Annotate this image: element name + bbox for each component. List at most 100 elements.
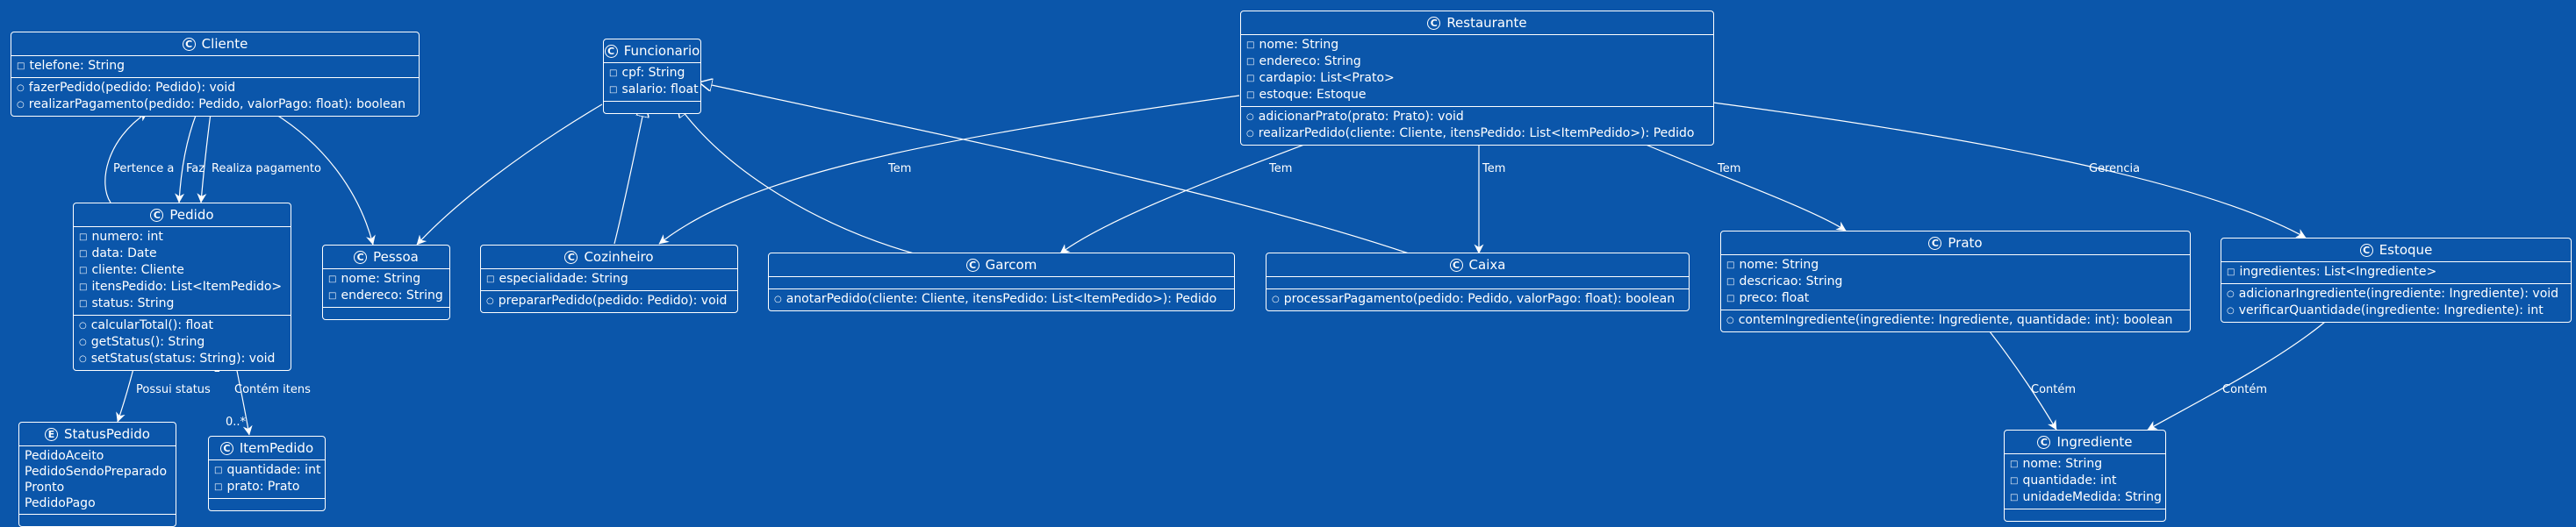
attribute-text: estoque: Estoque (1259, 88, 1367, 102)
class-name: Prato (1948, 235, 1983, 251)
edge-garcom-funcionario (678, 104, 915, 254)
private-visibility-icon: □ (79, 266, 88, 275)
class-name: Pedido (169, 207, 214, 223)
attribute-row: □ telefone: String (17, 58, 413, 75)
public-visibility-icon: ○ (2227, 306, 2235, 316)
edge-cozinheiro-funcionario (614, 104, 645, 245)
class-stereotype-icon: C (150, 208, 164, 222)
method-row: ○adicionarPrato(prato: Prato): void (1246, 109, 1708, 125)
private-visibility-icon: □ (2010, 459, 2019, 469)
literal-row: Pronto (25, 480, 170, 495)
edge-funcionario-pessoa (416, 103, 603, 246)
class-name: ItemPedido (239, 440, 314, 456)
attribute-row: □quantidade: int (214, 462, 320, 479)
class-stereotype-icon: C (354, 250, 368, 264)
private-visibility-icon: □ (1246, 90, 1255, 100)
edge-cliente-pedido-pag (197, 112, 212, 203)
attribute-row: □especialidade: String (486, 271, 732, 288)
method-row: ○setStatus(status: String): void (79, 351, 285, 367)
attribute-text: quantidade: int (2022, 474, 2117, 488)
literal-text: PedidoAceito (25, 449, 104, 463)
attribute-row: □ estoque: Estoque (1246, 87, 1708, 103)
private-visibility-icon: □ (214, 482, 223, 492)
class-name: Cozinheiro (584, 249, 654, 265)
attribute-row: □endereco: String (328, 288, 444, 304)
method-row: ○adicionarIngrediente(ingrediente: Ingre… (2227, 286, 2565, 303)
pedido-header: C Pedido (74, 203, 291, 226)
method-row: ○getStatus(): String (79, 334, 285, 351)
class-stereotype-icon: C (1427, 16, 1441, 30)
private-visibility-icon: □ (1246, 74, 1255, 83)
edge-label-cliente-pedido-pag: Realiza pagamento (212, 162, 321, 175)
attribute-text: endereco: String (1259, 54, 1361, 68)
class-name: Caixa (1468, 257, 1506, 273)
attribute-row: □quantidade: int (2010, 473, 2160, 489)
public-visibility-icon: ○ (17, 83, 25, 93)
attribute-text: telefone: String (29, 59, 125, 73)
funcionario-attributes: □cpf: String□salario: float (604, 62, 700, 101)
class-name: Funcionario (623, 43, 700, 59)
attribute-text: nome: String (341, 272, 421, 286)
class-name: Restaurante (1446, 15, 1527, 31)
class-name: Cliente (201, 36, 248, 52)
attribute-text: data: Date (91, 246, 157, 260)
attribute-row: □unidadeMedida: String (2010, 489, 2162, 506)
attribute-row: □status: String (79, 296, 285, 312)
attribute-text: cardapio: List<Prato> (1259, 71, 1395, 85)
attribute-text: unidadeMedida: String (2022, 490, 2162, 504)
method-text: adicionarIngrediente(ingrediente: Ingred… (2238, 287, 2559, 301)
private-visibility-icon: □ (17, 61, 25, 71)
private-visibility-icon: □ (609, 68, 618, 78)
private-visibility-icon: □ (1246, 40, 1255, 50)
method-row: ○realizarPedido(cliente: Cliente, itensP… (1246, 125, 1708, 142)
attribute-row: □cpf: String (609, 65, 695, 82)
restaurante-attributes: □nome: String□endereco: String□cardapio:… (1241, 34, 1713, 106)
method-text: realizarPedido(cliente: Cliente, itensPe… (1258, 126, 1695, 140)
public-visibility-icon: ○ (17, 100, 25, 110)
attribute-row: □ingredientes: List<Ingrediente> (2227, 264, 2565, 281)
class-stereotype-icon: C (2359, 243, 2373, 257)
edge-label-restaurante-estoque: Gerencia (2089, 162, 2140, 175)
attribute-text: cliente: Cliente (91, 263, 184, 277)
literal-text: PedidoPago (25, 496, 96, 510)
attribute-text: salario: float (621, 82, 699, 96)
edge-label-restaurante-cozinheiro: Tem (887, 162, 911, 175)
ingrediente-methods (2005, 509, 2165, 521)
restaurante-methods: ○adicionarPrato(prato: Prato): void○real… (1241, 106, 1713, 145)
edge-restaurante-garcom (1059, 132, 1335, 254)
attribute-text: prato: Prato (226, 480, 300, 494)
edge-label-pedido-itens: Contém itens (234, 383, 311, 396)
cliente-methods: ○fazerPedido(pedido: Pedido): void○reali… (11, 77, 419, 116)
method-text: adicionarPrato(prato: Prato): void (1258, 110, 1464, 124)
attribute-text: itensPedido: List<ItemPedido> (91, 280, 283, 294)
attribute-row: □itensPedido: List<ItemPedido> (79, 279, 285, 296)
method-row: ○realizarPagamento(pedido: Pedido, valor… (17, 96, 413, 113)
attribute-row: □nome: String (1726, 257, 2185, 274)
method-text: prepararPedido(pedido: Pedido): void (498, 294, 728, 308)
private-visibility-icon: □ (1726, 294, 1735, 303)
pessoa-methods (323, 307, 449, 319)
caixa-methods: ○processarPagamento(pedido: Pedido, valo… (1266, 288, 1689, 310)
method-text: realizarPagamento(pedido: Pedido, valorP… (28, 97, 406, 111)
public-visibility-icon: ○ (1272, 295, 1280, 304)
attribute-text: nome: String (2022, 457, 2103, 471)
